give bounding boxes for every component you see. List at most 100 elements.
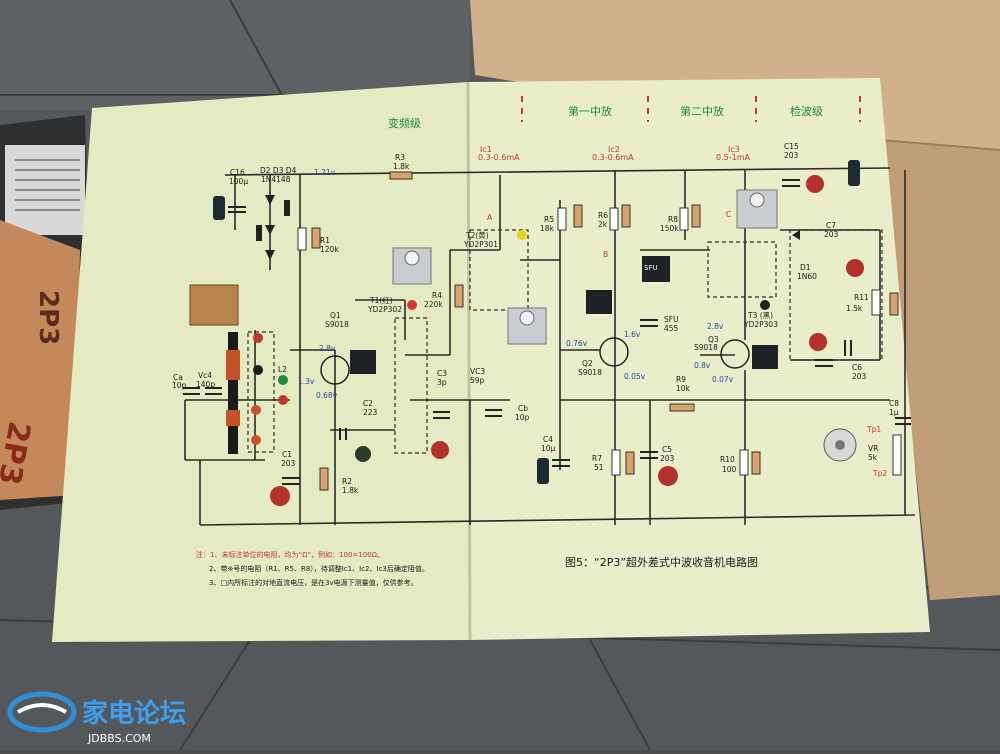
note-1: 注：1、未标注单位的电阻，均为“Ω”，例如：100=100Ω。: [196, 550, 384, 559]
label-vc4: Vc4: [198, 371, 212, 380]
label-r7v: 51: [594, 463, 604, 472]
label-t1v: YD2P302: [367, 305, 402, 314]
label-r7: R7: [592, 454, 602, 463]
label-sfu-chip: SFU: [644, 264, 658, 272]
label-r3: R3: [395, 153, 405, 162]
ic3-range: 0.5-1mA: [716, 153, 750, 162]
label-c6: C6: [852, 363, 862, 372]
label-r1: R1: [320, 236, 330, 245]
label-ca: Ca: [173, 373, 183, 382]
ceramic-capacitors: [270, 175, 864, 506]
watermark-logo: [7, 691, 77, 733]
watermark-url: JDBBS.COM: [87, 732, 151, 745]
ic3-label: Ic3: [728, 145, 740, 154]
paper-left-page: [52, 82, 470, 642]
transformer-boxes: [247, 229, 883, 454]
label-c2v: 223: [363, 408, 378, 417]
stage-if1: 第一中放: [568, 104, 612, 118]
label-c1v: 203: [281, 459, 296, 468]
label-q1: Q1: [330, 311, 341, 320]
label-r10: R10: [720, 455, 735, 464]
label-c4: C4: [543, 435, 553, 444]
label-t1: T1(红): [369, 295, 393, 305]
label-vc3v: 59p: [470, 376, 485, 385]
label-v007: 0.07v: [712, 375, 734, 384]
label-q3: Q3: [708, 335, 719, 344]
label-c7: C7: [826, 221, 836, 230]
label-vc4v: 140p: [196, 380, 215, 389]
svg-text:2P3: 2P3: [33, 290, 63, 345]
label-cb: Cb: [518, 404, 528, 413]
label-r8v: 150k: [660, 224, 679, 233]
label-r4v: 220k: [424, 300, 443, 309]
label-c3v: 3p: [437, 378, 447, 387]
label-q2: Q2: [582, 359, 593, 368]
label-c15: C15: [784, 142, 799, 151]
electrolytic-capacitors: [213, 160, 860, 484]
stage-detector: 检波级: [790, 104, 823, 118]
label-r10v: 100: [722, 465, 737, 474]
label-vr: VR: [868, 444, 878, 453]
label-d1: D1: [800, 263, 811, 272]
label-tp1: Tp1: [866, 425, 881, 434]
label-c1: C1: [282, 450, 292, 459]
label-pt-b: B: [603, 250, 608, 259]
resistors: [297, 171, 899, 491]
note-2: 2、带※号的电阻（R1、R5、R8），待调整Ic1、Ic2、Ic3后确定阻值。: [209, 564, 429, 573]
label-vrv: 5k: [868, 453, 878, 462]
label-c7v: 203: [824, 230, 839, 239]
label-v28a: 2.8v: [319, 344, 336, 353]
transistors: [320, 256, 778, 385]
label-v068: 0.68v: [316, 391, 338, 400]
label-l2: L2: [278, 365, 287, 374]
label-cbv: 10p: [515, 413, 530, 422]
label-r5: R5: [544, 215, 554, 224]
component-labels: C16 100μ D2 D3 D4 1N4148 R3 1.8k 1.71v R…: [172, 142, 899, 495]
label-c8v: 1μ: [889, 408, 899, 417]
label-pt-a: A: [487, 213, 493, 222]
label-c4v: 10μ: [541, 444, 556, 453]
label-r11v: 1.5k: [846, 304, 863, 313]
capacitor-symbols: [183, 179, 911, 485]
paper-right-page: [468, 78, 930, 640]
label-c8: C8: [889, 399, 899, 408]
label-t3v: YD2P303: [743, 320, 778, 329]
label-r1v: 120k: [320, 245, 339, 254]
note-3: 3、□内所标注的对地直流电压，是在3v电源下测量值，仅供参考。: [209, 578, 418, 587]
label-c5: C5: [662, 445, 672, 454]
label-c3: C3: [437, 369, 447, 378]
figure-caption: 图5：“2P3”超外差式中波收音机电路图: [565, 555, 758, 569]
label-v005: 0.05v: [624, 372, 646, 381]
label-r2v: 1.8k: [342, 486, 359, 495]
diodes: [256, 195, 800, 260]
label-r8: R8: [668, 215, 678, 224]
label-vc3: VC3: [470, 367, 485, 376]
radio-box: [0, 220, 80, 500]
label-d234v: 1N4148: [261, 175, 291, 184]
label-t2: T2(黄): [465, 230, 489, 240]
label-cav: 10p: [172, 381, 187, 390]
label-r11: R11: [854, 293, 869, 302]
label-r9: R9: [676, 375, 686, 384]
label-v08: 0.8v: [694, 361, 711, 370]
stage-mixer: 变频级: [388, 116, 421, 130]
label-t2v: YD2P301: [463, 240, 498, 249]
label-c16v: 100μ: [229, 177, 248, 186]
volume-potentiometer: [823, 428, 902, 476]
label-sfu: SFU: [664, 315, 679, 324]
label-v13: 1.3v: [298, 377, 315, 386]
if-transformers: [392, 189, 778, 345]
label-r6v: 2k: [598, 220, 608, 229]
label-q2v: S9018: [578, 368, 602, 377]
label-d234: D2 D3 D4: [260, 166, 297, 175]
label-q3v: S9018: [694, 343, 718, 352]
label-c2: C2: [363, 399, 373, 408]
watermark-name: 家电论坛: [82, 698, 186, 729]
label-r3v: 1.8k: [393, 162, 410, 171]
label-t3: T3 (黑): [747, 311, 773, 320]
label-c6v: 203: [852, 372, 867, 381]
label-tp2: Tp2: [872, 469, 887, 478]
ic1-label: Ic1: [480, 145, 492, 154]
